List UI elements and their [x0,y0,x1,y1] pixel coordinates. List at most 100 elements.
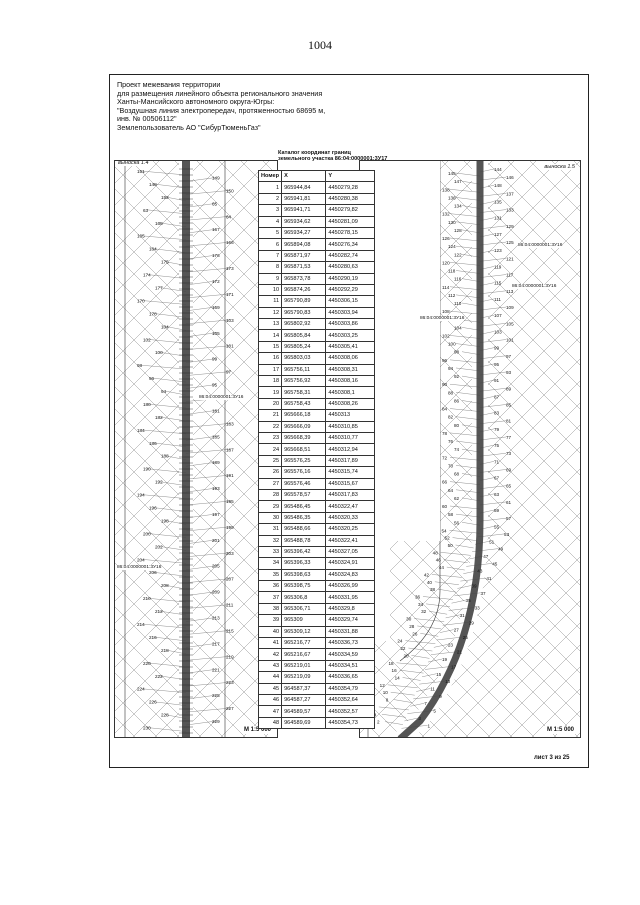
point-label: 118 [448,269,456,274]
point-label: 65 [506,484,512,489]
leader-line [479,363,495,368]
leader-line [449,262,481,266]
point-label: 92 [454,374,460,379]
hatch-line [115,570,277,734]
parcel-label: 86:04:0000001:3У16 [117,565,162,570]
x-coordinate-cell: 965941,71 [281,204,327,217]
leader-line [479,193,507,197]
leader-line [185,475,231,480]
point-label: 100 [155,350,163,355]
y-coordinate-cell: 4450292,29 [325,283,375,297]
point-label: 210 [143,596,151,601]
x-coordinate-cell: 965805,24 [281,340,327,354]
page-number: 1004 [308,38,332,52]
leader-line [152,507,187,512]
hatch-line [360,468,580,690]
y-coordinate-cell: 4450315,67 [325,477,375,490]
leader-line [185,656,231,661]
leader-line [404,717,419,722]
point-number-cell: 31 [257,523,283,536]
point-label: 177 [155,285,163,290]
point-label: 65 [212,201,218,206]
left-map-scale: М 1:5 000 [241,726,273,734]
point-label: 226 [149,700,157,705]
point-label: 12 [380,683,386,688]
y-coordinate-cell: 4450306,15 [325,295,375,308]
leader-line [479,526,495,530]
leader-line [478,533,505,538]
title-block: Проект межевания территории для размещен… [117,80,417,133]
point-label: 111 [494,297,501,302]
point-label: 41 [486,576,492,581]
point-label: 80 [454,423,460,428]
hatch-line [441,161,580,300]
x-coordinate-cell: 965802,92 [281,318,327,331]
parcel-label: 86:04:0000001:3У16 [420,316,465,321]
y-coordinate-cell: 4450308,1 [325,386,375,399]
x-coordinate-cell: 965873,78 [281,272,327,285]
leader-line [146,403,187,409]
leader-line [146,468,187,473]
leader-line [455,221,481,225]
point-label: 107 [494,313,502,318]
point-label: 136 [448,195,456,200]
leader-line [185,591,217,596]
leader-line [140,235,187,240]
point-label: 66 [442,480,448,485]
point-label: 104 [161,324,169,329]
leader-line [185,358,217,363]
point-label: 174 [143,273,151,278]
leader-line [413,695,440,700]
point-label: 83 [494,411,500,416]
leader-line [451,600,466,604]
hatch-line [360,314,580,536]
y-coordinate-cell: 4450315,74 [325,466,375,479]
leader-line [164,326,187,331]
point-label: 73 [506,451,512,456]
y-coordinate-cell: 4450327,05 [325,545,375,559]
title-line: инв. № 00506112" [117,114,177,124]
point-label: 113 [506,289,514,294]
point-label: 11 [430,687,435,692]
x-coordinate-cell: 965668,51 [281,443,327,456]
leader-line [393,699,412,703]
point-number-cell: 20 [257,397,283,411]
leader-line [437,588,456,593]
leader-line [420,633,439,637]
y-coordinate-cell: 4450331,95 [325,591,375,604]
point-label: 180 [143,402,151,407]
point-label: 52 [445,536,451,541]
left-map-drawing: 1511491481501526563641681671651661641761… [115,161,277,737]
leader-line [152,377,187,383]
y-coordinate-cell: 4450305,41 [325,340,375,354]
point-number-cell: 47 [257,705,283,718]
point-label: 132 [442,212,450,217]
leader-line [455,294,481,299]
leader-line [455,513,481,518]
hatch-line [115,306,277,470]
leader-line [449,457,481,461]
point-number-cell: 35 [257,568,283,582]
point-label: 49 [498,547,504,552]
x-coordinate-cell: 965805,84 [281,329,327,342]
leader-line [185,332,217,337]
hatch-line [115,232,277,396]
point-label: 8 [386,698,389,703]
leader-line [479,501,507,506]
y-coordinate-cell: 4450324,91 [325,557,375,570]
leader-line [479,379,495,384]
leader-line [185,280,217,286]
point-label: 182 [155,415,163,420]
point-number-cell: 37 [257,591,283,604]
leader-line [455,544,474,549]
point-label: 21 [457,650,463,655]
y-coordinate-cell: 4450281,09 [325,215,375,228]
